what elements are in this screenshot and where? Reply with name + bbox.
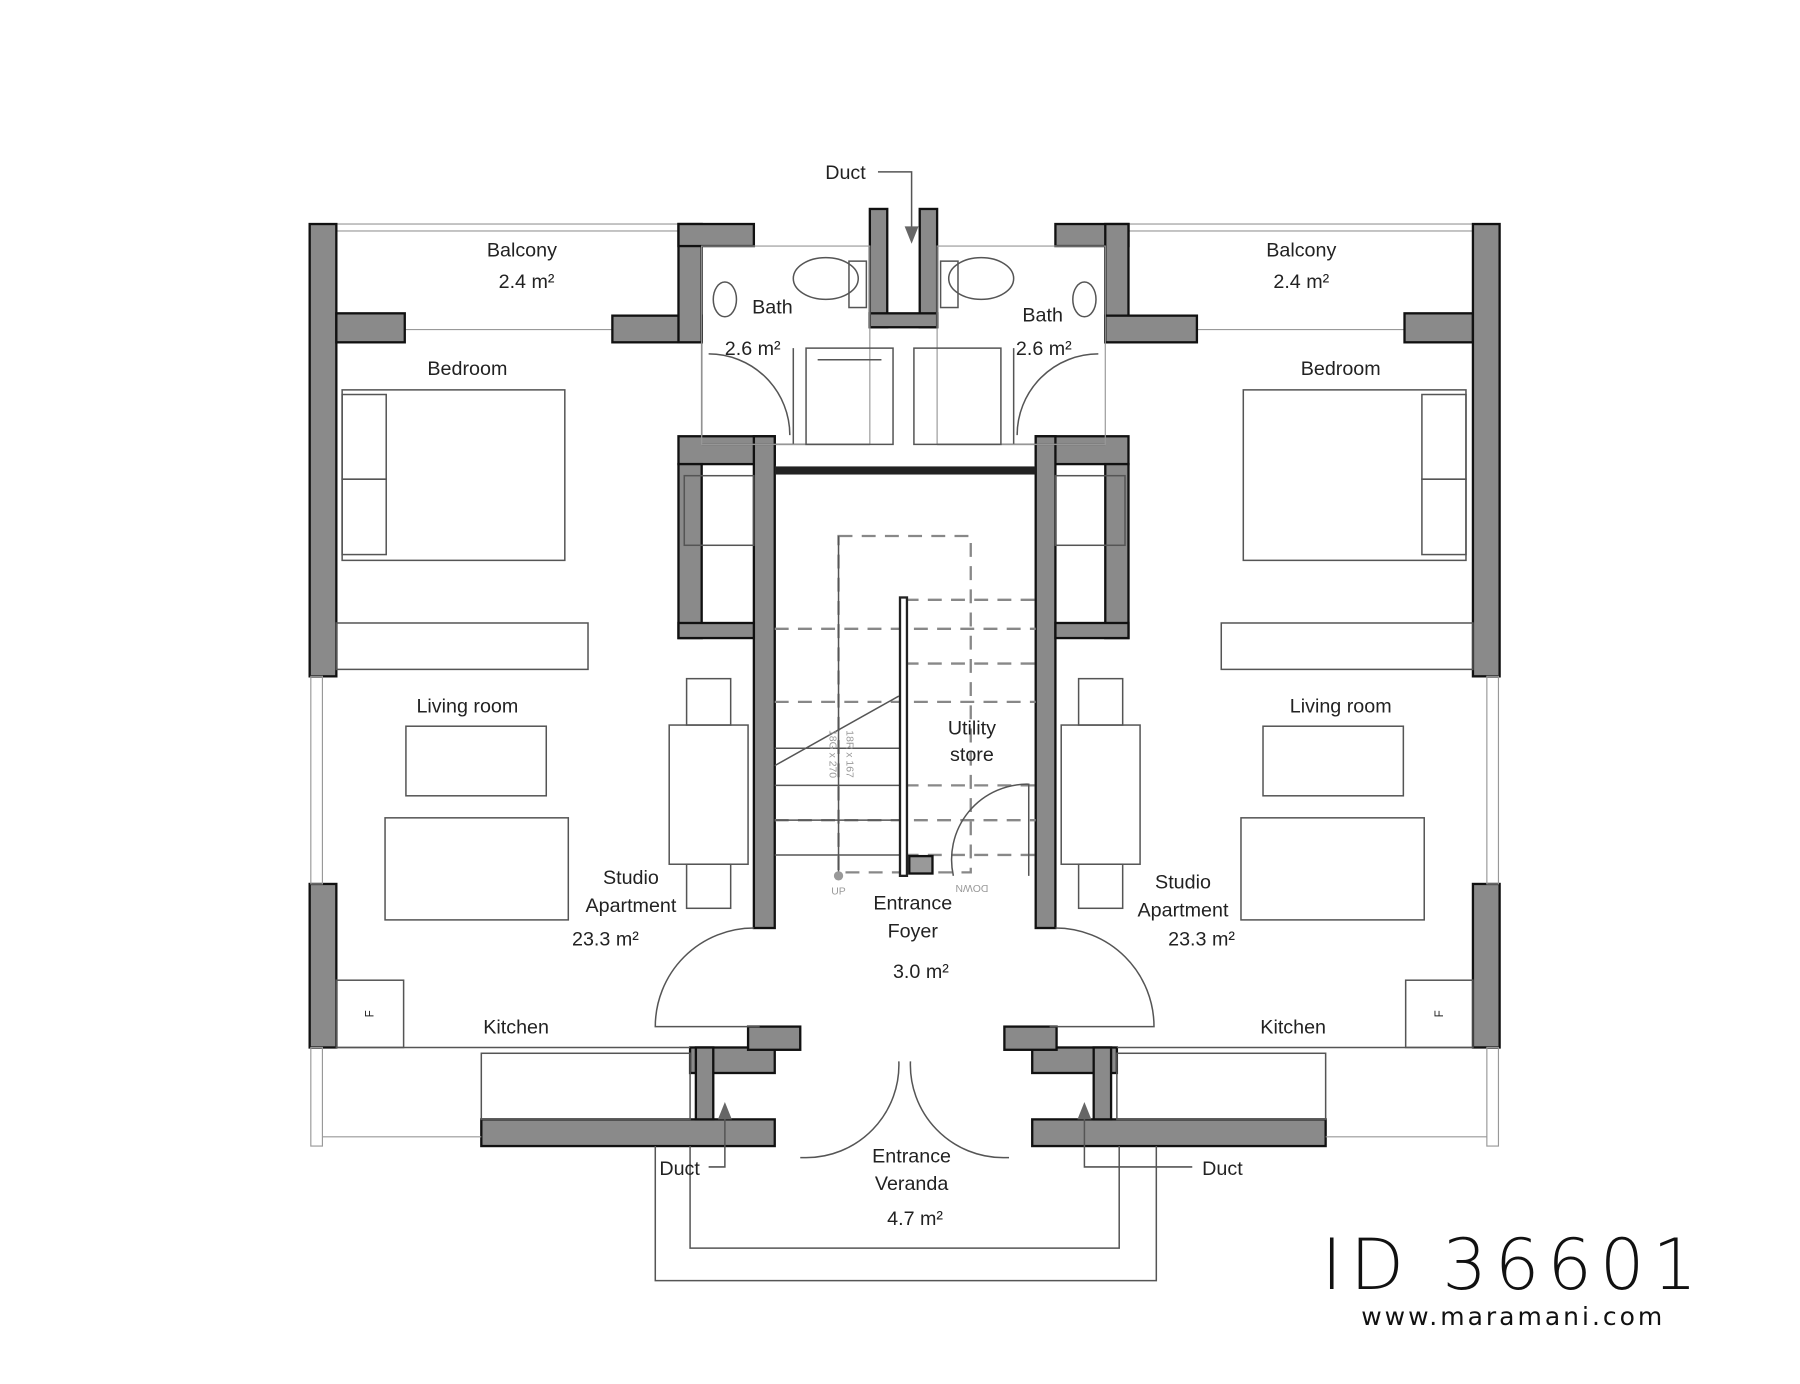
studio-left-area: 23.3 m²	[572, 928, 639, 950]
balcony-left-label: Balcony	[487, 239, 557, 261]
veranda-label-1: Entrance	[872, 1145, 951, 1167]
studio-right-label-2: Apartment	[1138, 899, 1229, 921]
living-right-label: Living room	[1290, 695, 1392, 717]
living-left-label: Living room	[416, 695, 518, 717]
studio-right-area: 23.3 m²	[1168, 928, 1235, 950]
studio-left-label-2: Apartment	[585, 895, 676, 917]
utility-label-1: Utility	[948, 717, 996, 739]
bath-right-label: Bath	[1022, 304, 1063, 326]
walls	[308, 207, 1501, 1148]
bath-fixtures	[701, 245, 1106, 446]
duct-left-label: Duct	[659, 1158, 700, 1180]
bath-left-area: 2.6 m²	[725, 338, 781, 360]
staircase: UP DOWN 18R x 167 18G x 270	[774, 534, 1036, 897]
fridge-left-label: F	[364, 1010, 376, 1017]
stair-risers-label: 18R x 167	[844, 730, 855, 778]
utility-label-2: store	[950, 744, 994, 766]
stair-goings-label: 18G x 270	[826, 730, 837, 778]
website-url: www.maramani.com	[1361, 1302, 1666, 1331]
veranda-label-2: Veranda	[875, 1173, 948, 1195]
bedroom-left-label: Bedroom	[427, 358, 507, 380]
furniture	[335, 389, 1474, 1121]
foyer-area: 3.0 m²	[893, 961, 949, 983]
kitchen-right-label: Kitchen	[1260, 1017, 1326, 1039]
duct-right-label: Duct	[1202, 1158, 1243, 1180]
foyer-label-2: Foyer	[888, 920, 939, 942]
balcony-right-label: Balcony	[1266, 239, 1336, 261]
balcony-left-area: 2.4 m²	[499, 271, 555, 293]
foyer-label-1: Entrance	[873, 892, 952, 914]
veranda-area: 4.7 m²	[887, 1208, 943, 1230]
kitchen-left-label: Kitchen	[483, 1017, 549, 1039]
stair-up-label: UP	[831, 886, 846, 897]
balcony-right-area: 2.4 m²	[1273, 271, 1329, 293]
studio-right-label-1: Studio	[1155, 872, 1211, 894]
plan-id: ID 36601	[1321, 1224, 1705, 1306]
duct-top-label: Duct	[825, 162, 866, 184]
room-labels: Duct Balcony 2.4 m² Balcony 2.4 m² Bath …	[364, 162, 1445, 1230]
branding: ID 36601 www.maramani.com	[1322, 1228, 1705, 1331]
bath-right-area: 2.6 m²	[1016, 338, 1072, 360]
stair-down-label: DOWN	[955, 882, 988, 893]
doors	[654, 927, 1158, 1282]
studio-left-label-1: Studio	[603, 867, 659, 889]
bedroom-right-label: Bedroom	[1301, 358, 1381, 380]
fridge-right-label: F	[1434, 1010, 1446, 1017]
bath-left-label: Bath	[752, 296, 793, 318]
